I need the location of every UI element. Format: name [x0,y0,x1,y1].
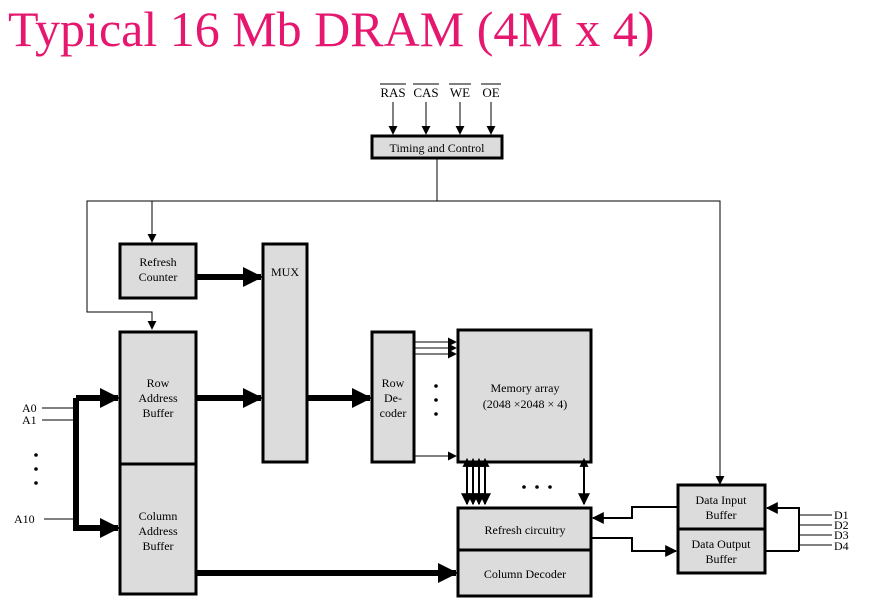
d3-label: D3 [834,528,849,542]
row-address-buffer-label-2: Address [138,391,178,405]
cas-label: CAS [413,85,438,100]
refresh-circuitry-block [456,506,593,552]
memory-array-label-2: (2048 ×2048 × 4) [483,397,568,411]
row-decoder-label-1: Row [382,376,405,390]
row-decoder-label-2: De- [384,391,402,405]
row-address-buffer-label-1: Row [147,376,170,390]
oe-label: OE [482,85,499,100]
refresh-counter-block [118,242,198,300]
page-title: Typical 16 Mb DRAM (4M x 4) [8,1,655,57]
row-decoder-label-3: coder [380,406,407,420]
data-input-buffer-block [676,483,767,531]
column-address-buffer-label-2: Address [138,524,178,538]
control-signals: RAS CAS WE OE [380,83,501,135]
data-input-buffer-label-1: Data Input [696,493,748,507]
refresh-counter-label-2: Counter [139,270,178,284]
we-label: WE [450,85,470,100]
mux-block [261,242,309,464]
ras-label: RAS [380,85,405,100]
a0-label: A0 [22,401,37,415]
memory-array-label-1: Memory array [491,381,560,395]
refresh-counter-label-1: Refresh [139,255,176,269]
control-lines [86,158,725,485]
a1-label: A1 [22,413,37,427]
data-output-buffer-block [676,527,767,575]
data-input-buffer-label-2: Buffer [705,508,736,522]
mux-label: MUX [271,265,299,279]
column-decoder-label: Column Decoder [484,567,566,581]
timing-control-label: Timing and Control [390,141,486,155]
d4-label: D4 [834,539,849,553]
d2-label: D2 [834,518,849,532]
data-output-buffer-label-1: Data Output [692,537,752,551]
data-pins: D1 D2 D3 D4 [799,508,849,553]
a10-label: A10 [14,512,35,526]
d1-label: D1 [834,508,849,522]
column-address-buffer-label-1: Column [139,509,178,523]
column-decoder-block [456,548,593,598]
refresh-circuitry-label: Refresh circuitry [485,523,566,537]
row-select-lines [414,337,457,461]
column-address-buffer-block [118,462,198,596]
row-address-buffer-label-3: Buffer [142,406,173,420]
column-lines [461,457,590,506]
column-address-buffer-label-3: Buffer [142,539,173,553]
address-pins: A0 A1 A10 [14,401,76,526]
memory-array-block [456,328,593,464]
address-buses [73,267,458,583]
data-output-buffer-label-2: Buffer [705,552,736,566]
row-address-buffer-block [118,330,198,466]
row-decoder-block [370,330,416,464]
